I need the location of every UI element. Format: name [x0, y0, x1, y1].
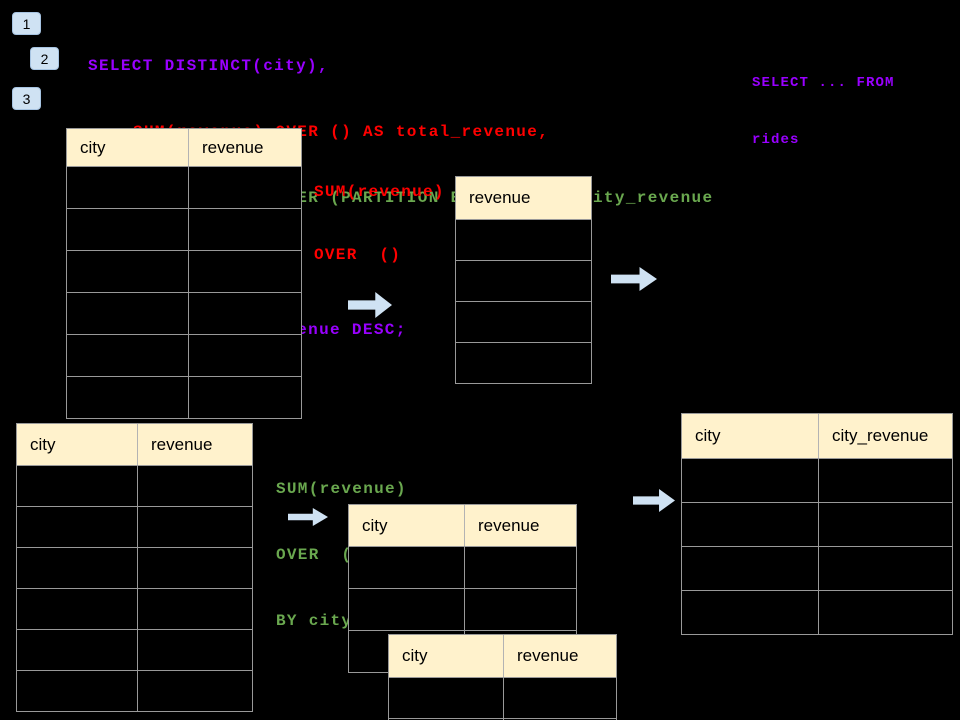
table-row	[456, 342, 591, 383]
table-header-row: city city_revenue	[682, 414, 952, 458]
table-row	[17, 506, 252, 547]
table-header-row: city revenue	[349, 505, 576, 546]
table-cell-empty	[67, 251, 188, 292]
table-cell-empty	[137, 671, 252, 711]
table-row	[456, 219, 591, 260]
table-cell-empty	[682, 503, 818, 546]
table-source-top: city revenue	[66, 128, 302, 419]
column-header-city: city	[362, 515, 388, 535]
table-cell-empty	[464, 589, 576, 630]
table-cell-empty	[137, 466, 252, 506]
table-cell-empty	[137, 589, 252, 629]
table-cell-empty	[17, 466, 137, 506]
table-row	[67, 208, 301, 250]
column-header-revenue: revenue	[464, 505, 576, 546]
table-row	[67, 250, 301, 292]
column-header-city-revenue: city_revenue	[818, 414, 952, 458]
table-row	[17, 465, 252, 506]
step-badge-1: 1	[12, 12, 41, 35]
table-cell-empty	[137, 548, 252, 588]
table-cell-empty	[17, 548, 137, 588]
table-row	[67, 334, 301, 376]
step-badge-2: 2	[30, 47, 59, 70]
table-cell-empty	[67, 209, 188, 250]
step-badge-3: 3	[12, 87, 41, 110]
table-row	[682, 458, 952, 502]
note-line: SUM(revenue)	[276, 480, 407, 498]
table-cell-empty	[818, 503, 952, 546]
table-cell-empty	[67, 377, 188, 418]
table-row	[17, 629, 252, 670]
column-header-city: city	[402, 646, 428, 665]
table-cell-empty	[67, 293, 188, 334]
table-row	[682, 590, 952, 634]
table-row	[389, 677, 616, 718]
table-row	[349, 588, 576, 630]
table-cell-empty	[17, 671, 137, 711]
table-cell-empty	[456, 220, 591, 260]
table-cell-empty	[67, 335, 188, 376]
table-row	[67, 292, 301, 334]
column-header-revenue: revenue	[188, 129, 301, 166]
table-cell-empty	[349, 547, 464, 588]
table-cell-empty	[188, 209, 301, 250]
table-row	[349, 546, 576, 588]
table-cell-empty	[17, 589, 137, 629]
table-cell-empty	[464, 547, 576, 588]
table-cell-empty	[818, 459, 952, 502]
table-header-row: revenue	[456, 177, 591, 219]
table-row	[67, 376, 301, 418]
table-cell-empty	[456, 343, 591, 383]
table-cell-empty	[818, 547, 952, 590]
sum-over-total-note: SUM(revenue) OVER ()	[314, 140, 445, 308]
table-header-row: city revenue	[17, 424, 252, 465]
column-header-revenue: revenue	[469, 188, 531, 207]
table-cell-empty	[389, 678, 503, 718]
table-row	[67, 166, 301, 208]
table-row	[682, 502, 952, 546]
column-header-city: city	[30, 434, 56, 454]
table-row	[682, 546, 952, 590]
table-cell-empty	[456, 302, 591, 342]
note-line: SELECT ... FROM	[752, 75, 895, 91]
table-cell-empty	[188, 335, 301, 376]
note-line: SUM(revenue)	[314, 183, 445, 201]
table-cell-empty	[188, 251, 301, 292]
table-source-bottom: city revenue	[16, 423, 253, 712]
table-cell-empty	[456, 261, 591, 301]
column-header-city: city	[695, 426, 721, 445]
table-cell-empty	[137, 630, 252, 670]
sql-line-select: SELECT DISTINCT(city),	[88, 57, 329, 75]
table-cell-empty	[503, 678, 616, 718]
table-row	[17, 547, 252, 588]
table-cell-empty	[682, 547, 818, 590]
table-cell-empty	[137, 507, 252, 547]
table-cell-empty	[17, 630, 137, 670]
table-row	[456, 260, 591, 301]
note-line: rides	[752, 132, 800, 148]
table-cell-empty	[818, 591, 952, 634]
table-cell-empty	[67, 167, 188, 208]
column-header-revenue: revenue	[503, 635, 616, 677]
table-header-row: city revenue	[389, 635, 616, 677]
table-cell-empty	[17, 507, 137, 547]
table-row	[17, 670, 252, 711]
table-cell-empty	[188, 293, 301, 334]
column-header-revenue: revenue	[137, 424, 252, 465]
table-row	[456, 301, 591, 342]
table-cell-empty	[682, 459, 818, 502]
table-total-revenue: revenue	[455, 176, 592, 384]
table-cell-empty	[682, 591, 818, 634]
table-cell-empty	[188, 167, 301, 208]
select-from-rides-note: SELECT ... FROM rides	[752, 36, 895, 188]
table-result-right: city city_revenue	[681, 413, 953, 635]
column-header-city: city	[80, 137, 106, 157]
table-row	[17, 588, 252, 629]
table-partition-overlay: city revenue	[388, 634, 617, 720]
table-cell-empty	[188, 377, 301, 418]
note-line: OVER ()	[314, 246, 402, 264]
right-arrow-icon	[633, 489, 675, 512]
table-header-row: city revenue	[67, 129, 301, 166]
table-cell-empty	[349, 589, 464, 630]
